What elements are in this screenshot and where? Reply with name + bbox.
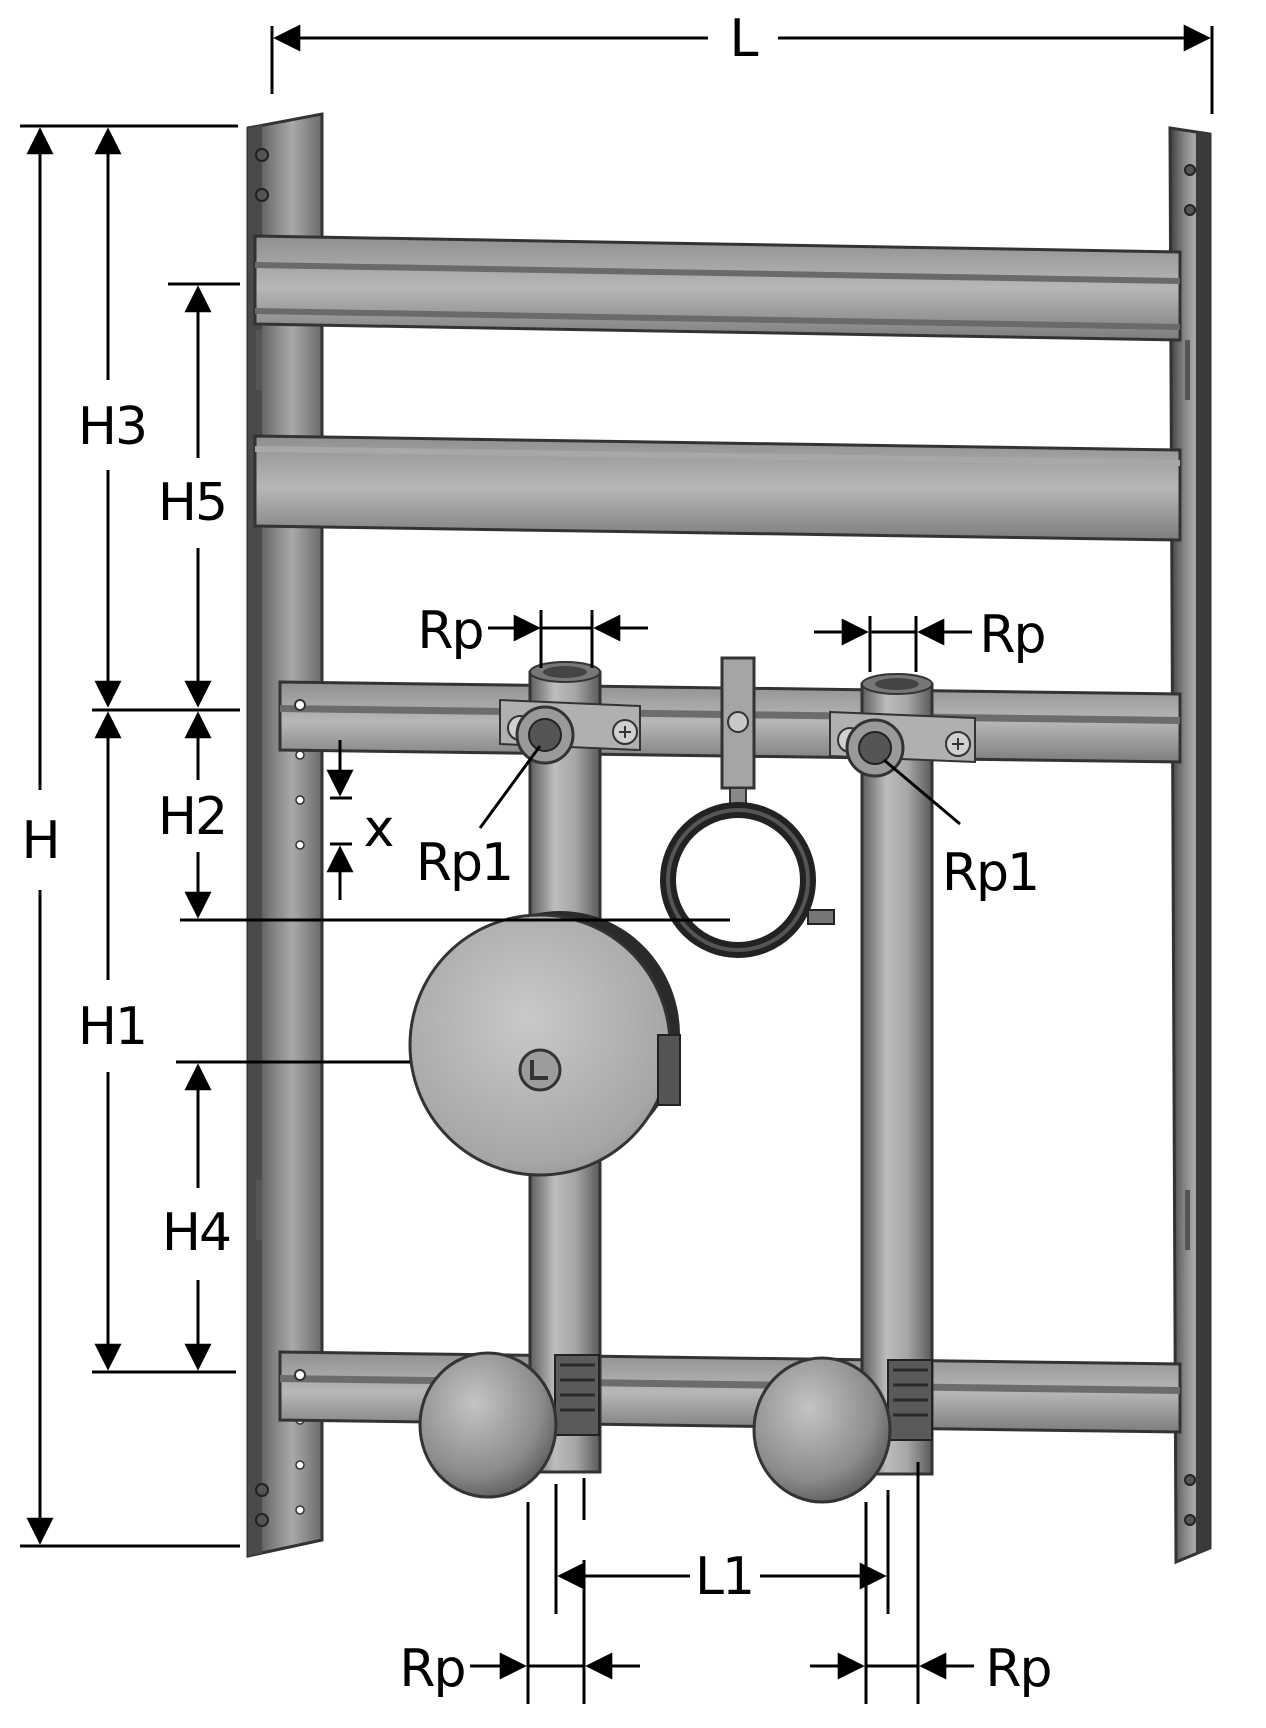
- label-h1: H1: [78, 997, 146, 1057]
- left-rp1-outlet: [515, 705, 575, 765]
- label-l1: L1: [695, 1547, 753, 1607]
- label-h3: H3: [78, 397, 146, 457]
- right-post: [1168, 126, 1212, 1565]
- label-x: x: [364, 799, 394, 859]
- concealed-box-disc: [408, 911, 681, 1177]
- label-rp-bottom-right: Rp: [985, 1639, 1050, 1699]
- label-rp1-right: Rp1: [942, 843, 1038, 903]
- label-rp-top-right: Rp: [979, 605, 1044, 665]
- left-post: [246, 112, 324, 1558]
- upper-double-rail: [253, 234, 1182, 342]
- lower-mounting-rail: [278, 1350, 1182, 1434]
- label-h5: H5: [158, 473, 226, 533]
- drain-pipe-hanger: [660, 656, 835, 958]
- label-h: H: [21, 811, 58, 871]
- right-shutoff-valve: [752, 1356, 933, 1504]
- label-h2: H2: [158, 787, 226, 847]
- label-rp1-left: Rp1: [416, 833, 512, 893]
- right-pipe-assembly: [829, 673, 976, 1476]
- label-l: L: [730, 9, 759, 69]
- frame: [246, 112, 1212, 1565]
- label-rp-bottom-left: Rp: [399, 1639, 464, 1699]
- middle-wide-rail: [253, 434, 1182, 542]
- label-rp-top-left: Rp: [417, 601, 482, 661]
- right-rp1-outlet: [845, 718, 905, 778]
- dimension-lines: [20, 24, 1214, 1704]
- label-h4: H4: [162, 1203, 230, 1263]
- left-shutoff-valve: [418, 1351, 600, 1499]
- dimension-labels: L H H3 H5 H2 H1 H4 x Rp Rp Rp1 Rp1 L1 Rp…: [21, 9, 1052, 1699]
- logo-mark: [518, 1048, 562, 1092]
- ring-clamp: [660, 802, 835, 958]
